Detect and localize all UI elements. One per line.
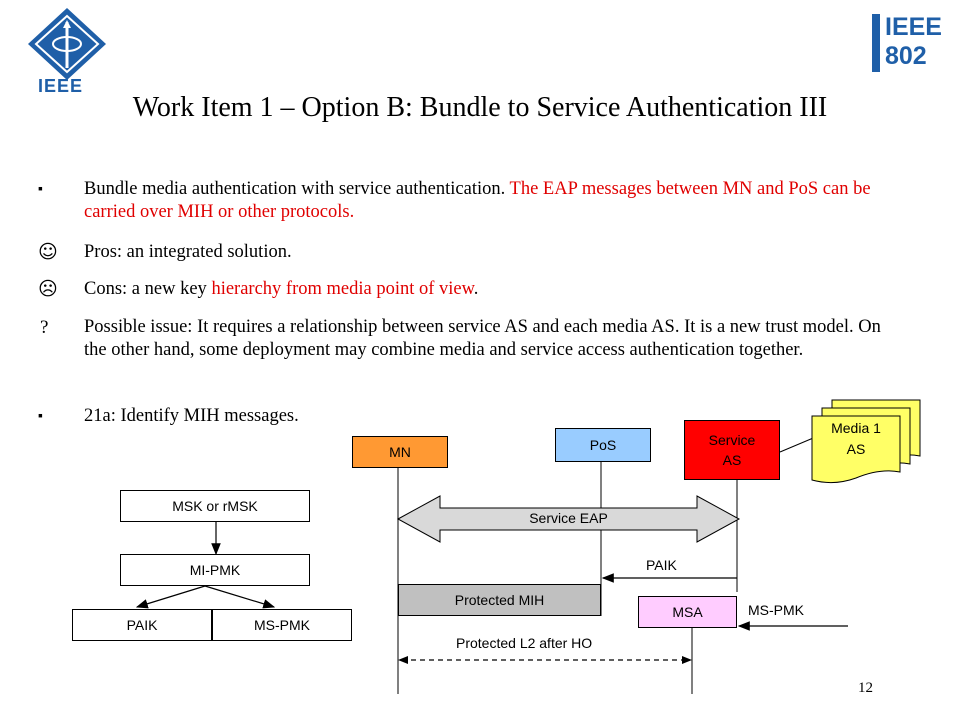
service-as-label-line2: AS <box>722 452 742 468</box>
service-as-label-line1: Service <box>708 432 756 448</box>
ms-pmk-key-box: MS-PMK <box>212 609 352 641</box>
msa-box: MSA <box>638 596 737 628</box>
slide-title: Work Item 1 – Option B: Bundle to Servic… <box>132 92 828 123</box>
msa-label: MSA <box>672 604 703 620</box>
mn-label: MN <box>389 444 411 460</box>
protected-mih-label: Protected MIH <box>454 592 545 608</box>
smiley-icon: ☺ <box>38 241 58 263</box>
paik-key-label: PAIK <box>126 617 158 633</box>
ieee802-logo-line2: 802 <box>885 42 927 70</box>
bullet-text: Possible issue: It requires a relationsh… <box>84 317 881 360</box>
hierarchy-arrow <box>204 585 276 609</box>
bullet-text: Pros: an integrated solution. <box>84 242 292 262</box>
ieee802-logo: IEEE 802 <box>872 13 942 76</box>
pos-box: PoS <box>555 428 651 462</box>
bullet-item: ☺ Pros: an integrated solution. <box>38 241 888 264</box>
bullet-item: ☹ Cons: a new key hierarchy from media p… <box>38 278 888 301</box>
mn-box: MN <box>352 436 448 468</box>
mi-pmk-label: MI-PMK <box>189 562 241 578</box>
bullet-text: Bundle media authentication with service… <box>84 179 510 199</box>
service-eap-label: Service EAP <box>529 510 608 526</box>
ieee-logo-text: IEEE <box>38 76 84 96</box>
media-as-label-line2: AS <box>846 441 866 457</box>
ms-pmk-message-label: MS-PMK <box>748 602 804 618</box>
msk-box: MSK or rMSK <box>120 490 310 522</box>
bullet-text: Cons: a new key <box>84 279 212 299</box>
bullet-text: 21a: Identify MIH messages. <box>84 406 299 426</box>
paik-key-box: PAIK <box>72 609 212 641</box>
bullet-text-red: hierarchy from media point of view <box>211 279 474 299</box>
paik-message-label: PAIK <box>646 557 677 573</box>
frown-icon: ☹ <box>38 278 58 300</box>
service-eap-arrow <box>396 495 741 543</box>
bullet-item: ▪ Bundle media authentication with servi… <box>38 178 888 224</box>
bullet-text-red: The EAP messages between MN and PoS can … <box>84 179 871 222</box>
media-as-label: Media 1 AS <box>812 418 900 460</box>
bullet-text-after: . <box>473 279 479 299</box>
question-icon: ? <box>40 317 49 338</box>
hierarchy-arrow <box>135 585 206 609</box>
ms-pmk-key-label: MS-PMK <box>254 617 310 633</box>
protected-l2-label: Protected L2 after HO <box>456 635 593 651</box>
mi-pmk-box: MI-PMK <box>120 554 310 586</box>
service-as-box: Service AS <box>684 420 780 480</box>
page-number: 12 <box>858 680 873 696</box>
square-bullet-icon: ▪ <box>38 182 43 197</box>
protected-mih-box: Protected MIH <box>398 584 601 616</box>
ieee-diamond-icon <box>28 8 106 80</box>
ieee802-logo-line1: IEEE <box>885 13 942 41</box>
media-as-document-stack <box>811 399 921 484</box>
bullet-item: ▪ 21a: Identify MIH messages. <box>38 405 888 428</box>
square-bullet-icon: ▪ <box>38 409 43 424</box>
bullet-item: ? Possible issue: It requires a relation… <box>38 316 888 386</box>
pos-label: PoS <box>589 437 617 453</box>
ieee-logo: IEEE <box>22 6 112 96</box>
msk-label: MSK or rMSK <box>172 498 258 514</box>
media-as-label-line1: Media 1 <box>831 420 881 436</box>
